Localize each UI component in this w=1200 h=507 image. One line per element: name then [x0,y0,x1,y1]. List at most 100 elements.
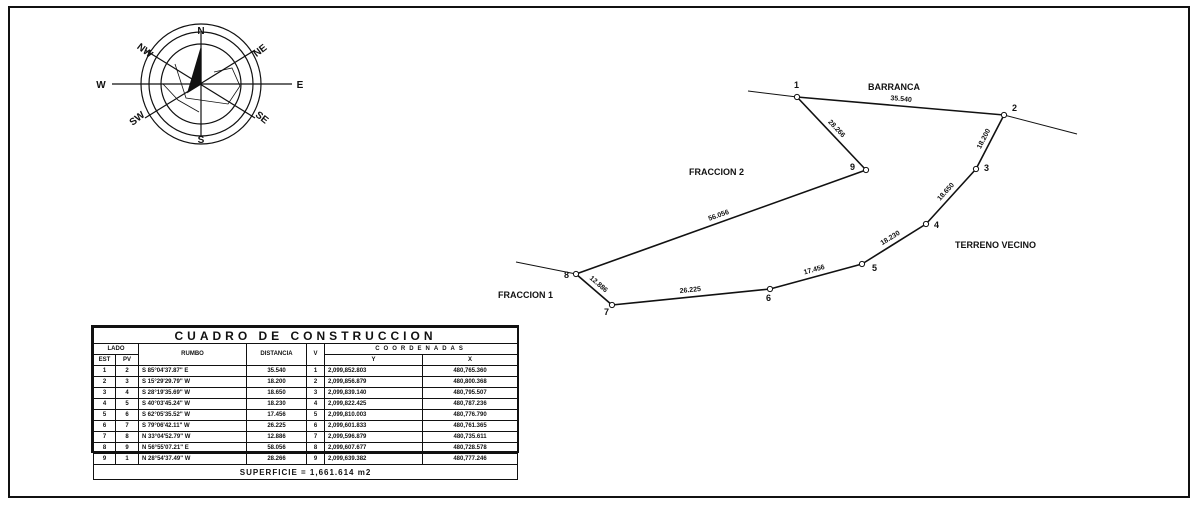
cell-x: 480,776.790 [421,409,519,421]
cell-est: 5 [93,409,116,421]
cell-rumbo: S 15°29'29.79" W [138,376,247,388]
cell-rumbo: S 28°19'35.69" W [138,387,247,399]
compass-west-label: W [96,80,106,91]
cell-est: 8 [93,442,116,454]
compass-north-label: N [197,26,204,37]
cell-pv: 8 [115,431,139,443]
fraccion-2-label: FRACCION 2 [689,167,744,177]
cell-v: 5 [306,409,325,421]
segment-distance-label: 12.886 [588,275,609,294]
header-est: EST [93,354,116,366]
boundary-segments [575,96,1005,306]
fraccion-1-label: FRACCION 1 [498,290,553,300]
cell-distancia: 26.225 [246,420,307,432]
cell-pv: 2 [115,365,139,377]
boundary-segment [611,288,771,306]
cell-y: 2,099,856.879 [324,376,423,388]
cell-v: 7 [306,431,325,443]
cell-rumbo: N 33°04'52.79" W [138,431,247,443]
header-distancia: DISTANCIA [246,343,307,366]
vertex-number: 5 [872,263,877,273]
cell-est: 4 [93,398,116,410]
segment-distance-label: 28.266 [826,119,846,139]
segment-distance-label: 18.650 [936,182,956,203]
vertex-marker [793,93,801,101]
cell-v: 2 [306,376,325,388]
cell-rumbo: N 56°55'07.21" E [138,442,247,454]
cell-pv: 4 [115,387,139,399]
segment-distance-label: 18.200 [976,128,992,150]
cell-x: 480,800.368 [421,376,519,388]
vertex-marker [922,220,930,228]
cell-y: 2,099,839.140 [324,387,423,399]
boundary-segment [575,169,867,275]
cell-v: 3 [306,387,325,399]
vertex-number: 9 [850,162,855,172]
header-v: V [306,343,325,366]
header-y: Y [324,354,423,366]
cell-distancia: 12.886 [246,431,307,443]
cell-pv: 3 [115,376,139,388]
cell-est: 6 [93,420,116,432]
cell-est: 2 [93,376,116,388]
header-lado: LADO [93,343,139,355]
segment-distance-labels: 35.54018.20018.65018.23017.45626.22512.8… [588,95,992,295]
cell-rumbo: S 40°03'45.24" W [138,398,247,410]
vertex-number: 2 [1012,103,1017,113]
cell-y: 2,099,639.382 [324,453,423,465]
vertex-marker [972,165,980,173]
cell-rumbo: N 28°54'37.49" W [138,453,247,465]
cell-x: 480,777.246 [421,453,519,465]
cell-distancia: 18.200 [246,376,307,388]
cell-y: 2,099,596.879 [324,431,423,443]
header-pv: PV [115,354,139,366]
compass-east-label: E [297,80,304,91]
cell-y: 2,099,852.803 [324,365,423,377]
cell-pv: 7 [115,420,139,432]
header-coordenadas: COORDENADAS [323,343,519,355]
cell-rumbo: S 85°04'37.87" E [138,365,247,377]
vertex-number: 6 [766,293,771,303]
table-title: CUADRO DE CONSTRUCCION [92,327,519,344]
boundary-segment [975,114,1005,170]
cell-v: 4 [306,398,325,410]
cell-distancia: 58.056 [246,442,307,454]
cell-v: 6 [306,420,325,432]
cell-v: 8 [306,442,325,454]
cell-y: 2,099,822.425 [324,398,423,410]
cell-x: 480,795.507 [421,387,519,399]
vertex-number: 3 [984,163,989,173]
compass-south-label: S [198,135,205,146]
superficie-total: SUPERFICIE = 1,661.614 m2 [92,464,519,480]
cell-x: 480,787.236 [421,398,519,410]
cell-est: 1 [93,365,116,377]
cell-pv: 5 [115,398,139,410]
boundary-segment [861,223,927,265]
cell-distancia: 17.456 [246,409,307,421]
compass-southeast-label: SE [253,110,271,127]
header-rumbo: RUMBO [138,343,247,366]
cell-rumbo: S 79°06'42.11" W [138,420,247,432]
cell-v: 1 [306,365,325,377]
vertex-marker [572,270,580,278]
cell-y: 2,099,607.677 [324,442,423,454]
cell-est: 3 [93,387,116,399]
vertex-number: 8 [564,270,569,280]
cell-distancia: 28.266 [246,453,307,465]
boundary-segment [796,96,867,171]
vertex-number: 7 [604,307,609,317]
cell-x: 480,728.578 [421,442,519,454]
boundary-segment [769,263,863,290]
boundary-segment [925,168,977,225]
cell-pv: 6 [115,409,139,421]
compass-southwest-label: SW [128,109,148,128]
vertex-marker [862,166,870,174]
